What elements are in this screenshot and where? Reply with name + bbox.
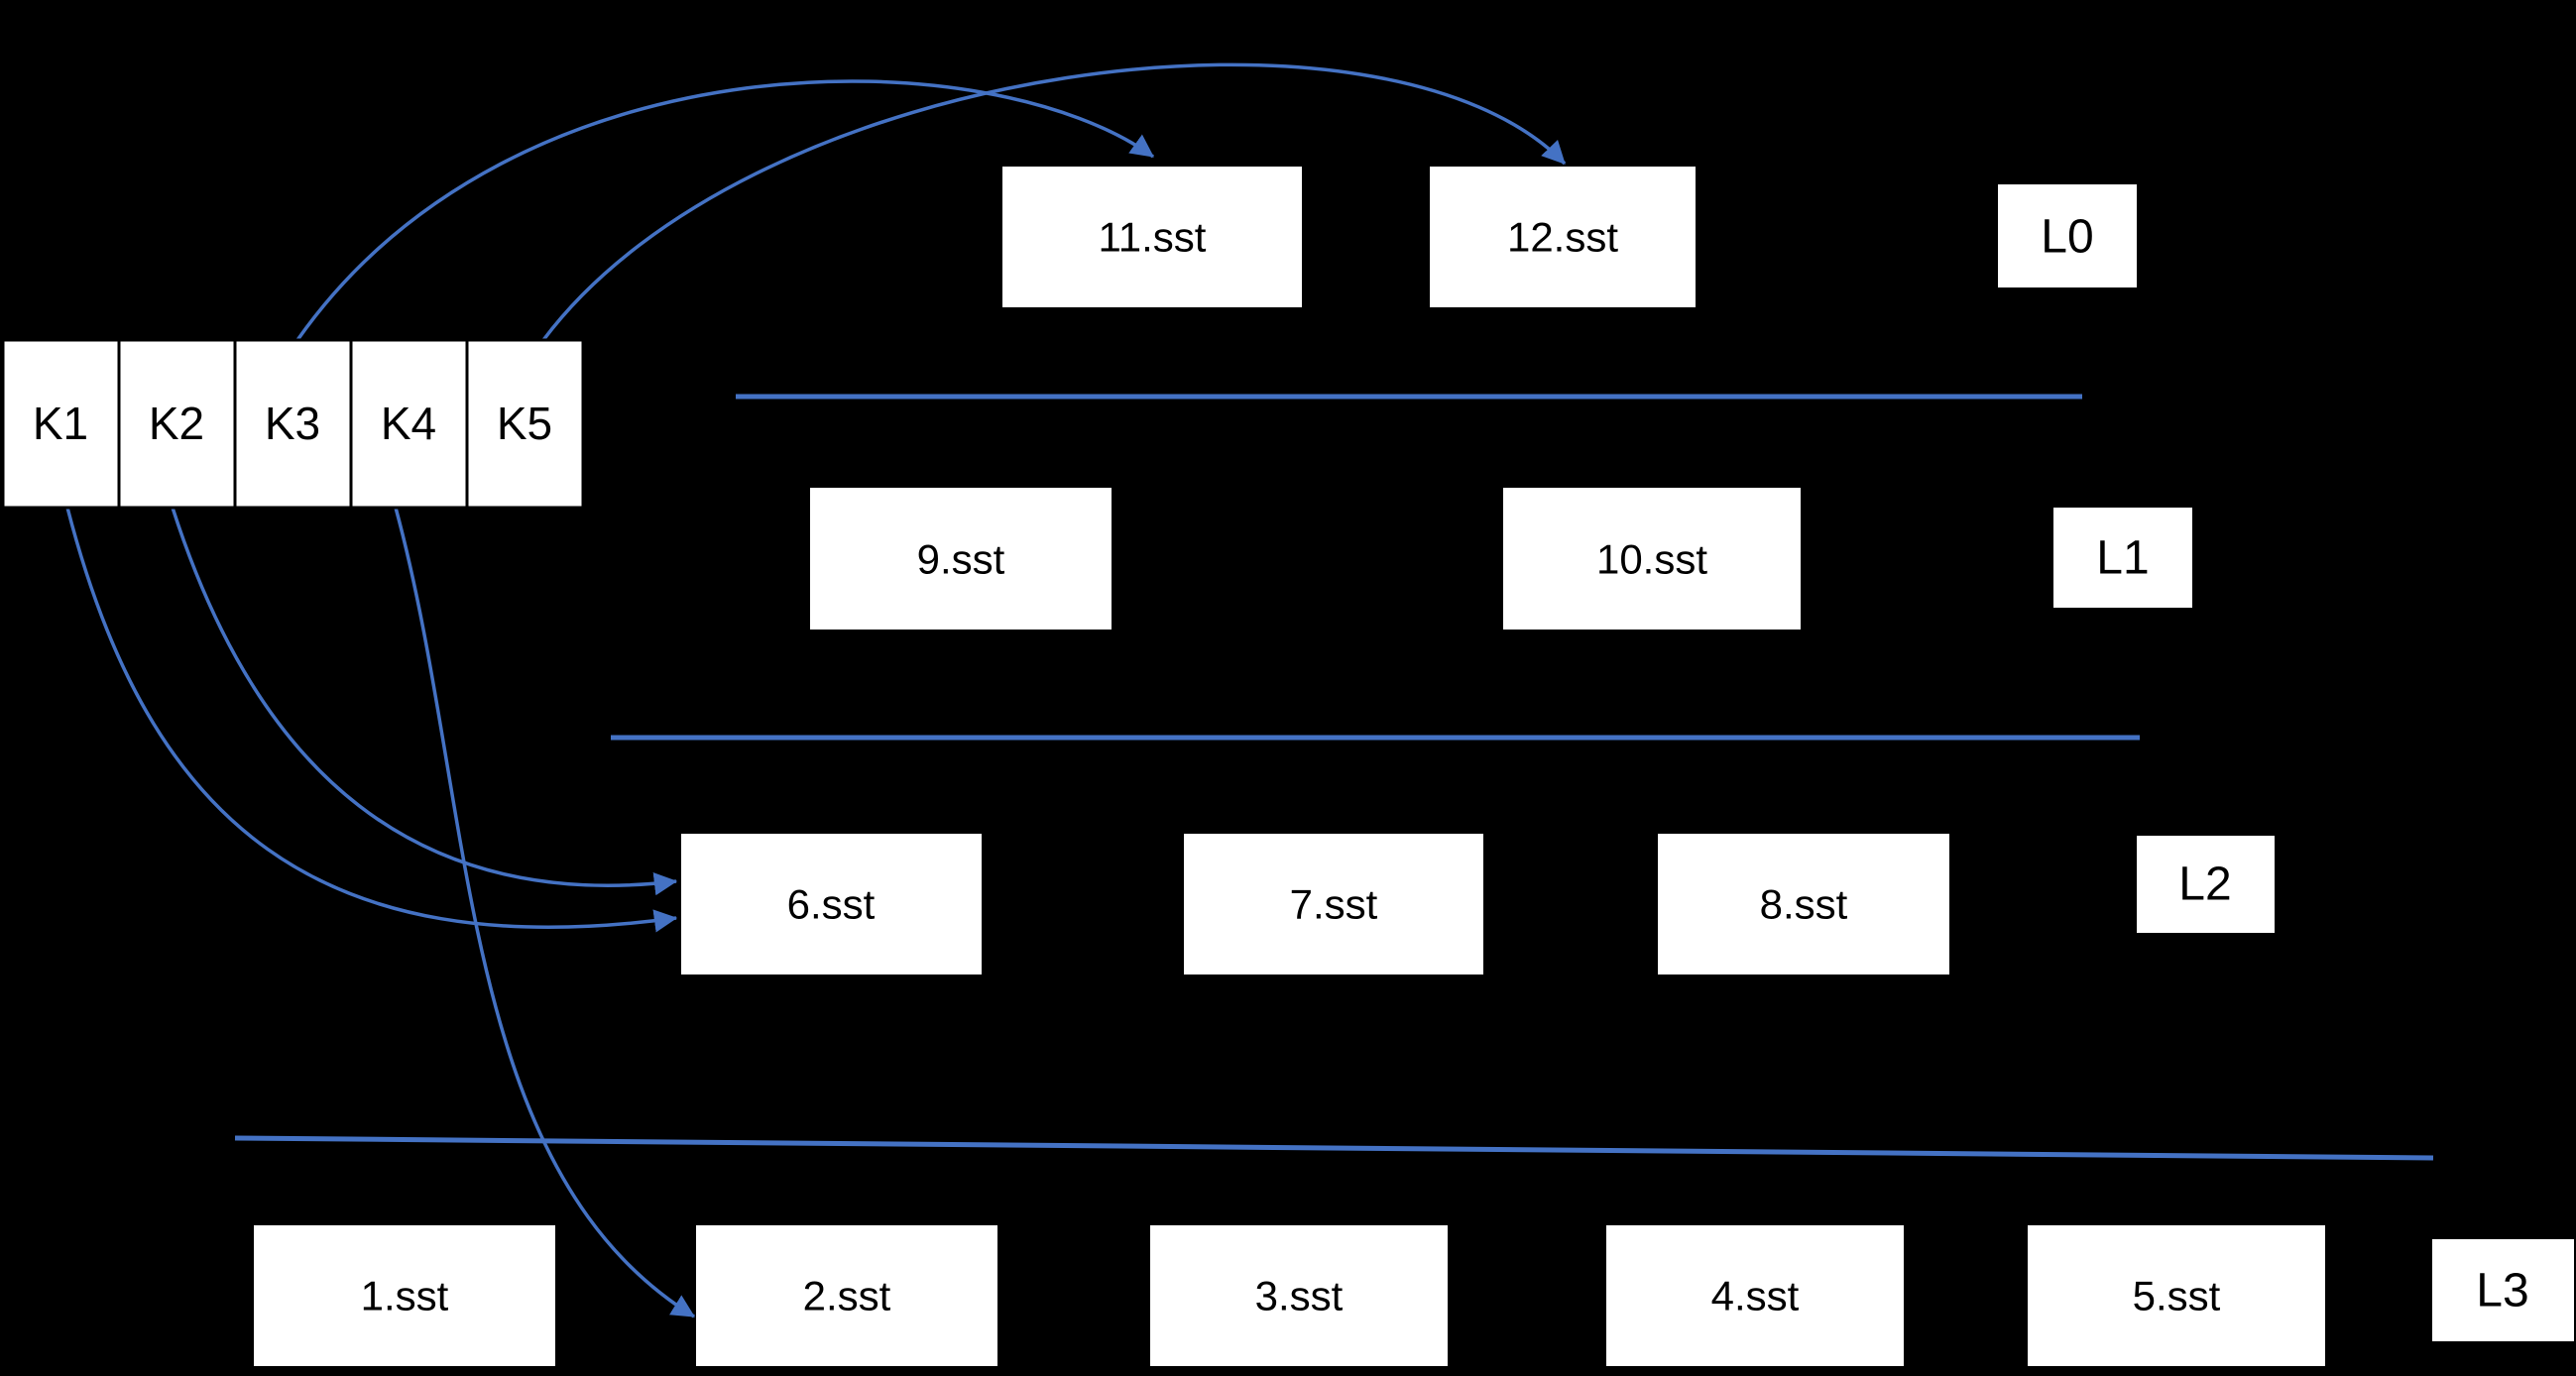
level-label-l1: L1 <box>2053 508 2192 608</box>
key-cell-k2: K2 <box>117 338 237 510</box>
key-label: K5 <box>497 398 552 449</box>
sst-label: 12.sst <box>1507 214 1618 261</box>
level-label-l0: L0 <box>1998 184 2137 287</box>
level-l3: 1.sst 2.sst 3.sst 4.sst 5.sst L3 <box>254 1225 2574 1366</box>
sst-box-8: 8.sst <box>1658 834 1949 975</box>
level-name: L2 <box>2178 859 2231 911</box>
level-label-l2: L2 <box>2137 836 2275 933</box>
sst-label: 9.sst <box>917 536 1005 583</box>
level-l0: 11.sst 12.sst L0 <box>1002 167 2137 307</box>
separator-l2-l3 <box>234 1135 2434 1161</box>
level-label-l3: L3 <box>2432 1239 2574 1341</box>
sst-box-12: 12.sst <box>1430 167 1696 307</box>
key-cell-k4: K4 <box>349 338 469 510</box>
sst-label: 6.sst <box>787 881 876 928</box>
key-label: K2 <box>149 398 204 449</box>
level-l1: 9.sst 10.sst L1 <box>810 488 2192 630</box>
sst-box-1: 1.sst <box>254 1225 555 1366</box>
arrow-k1-to-6sst <box>65 507 678 933</box>
sst-box-3: 3.sst <box>1150 1225 1448 1366</box>
key-label: K3 <box>265 398 320 449</box>
key-cell-k1: K1 <box>1 338 121 510</box>
sst-box-10: 10.sst <box>1503 488 1801 630</box>
sst-label: 10.sst <box>1596 536 1707 583</box>
arrow-k5-to-12sst <box>541 62 1567 342</box>
sst-label: 8.sst <box>1760 881 1848 928</box>
level-l2: 6.sst 7.sst 8.sst L2 <box>681 834 2275 975</box>
sst-label: 4.sst <box>1711 1273 1800 1319</box>
sst-box-2: 2.sst <box>696 1225 997 1366</box>
key-row: K1 K2 K3 K4 K5 <box>1 338 585 510</box>
level-name: L1 <box>2096 532 2149 585</box>
key-cell-k3: K3 <box>233 338 353 510</box>
sst-label: 3.sst <box>1255 1273 1344 1319</box>
arrow-k2-to-6sst <box>171 507 678 896</box>
sst-box-11: 11.sst <box>1002 167 1302 307</box>
sst-label: 2.sst <box>803 1273 891 1319</box>
key-label: K4 <box>381 398 436 449</box>
sst-box-7: 7.sst <box>1184 834 1483 975</box>
sst-label: 11.sst <box>1099 214 1207 261</box>
arrow-k3-to-11sst <box>295 79 1155 342</box>
sst-box-5: 5.sst <box>2028 1225 2325 1366</box>
sst-label: 1.sst <box>361 1273 449 1319</box>
sst-box-9: 9.sst <box>810 488 1112 630</box>
level-name: L3 <box>2476 1265 2528 1318</box>
level-name: L0 <box>2041 211 2093 264</box>
sst-box-4: 4.sst <box>1606 1225 1904 1366</box>
arrow-k4-to-2sst <box>394 507 695 1319</box>
sst-box-6: 6.sst <box>681 834 982 975</box>
key-cell-k5: K5 <box>465 338 585 510</box>
sst-label: 7.sst <box>1290 881 1378 928</box>
sst-label: 5.sst <box>2133 1273 2221 1319</box>
key-label: K1 <box>33 398 88 449</box>
